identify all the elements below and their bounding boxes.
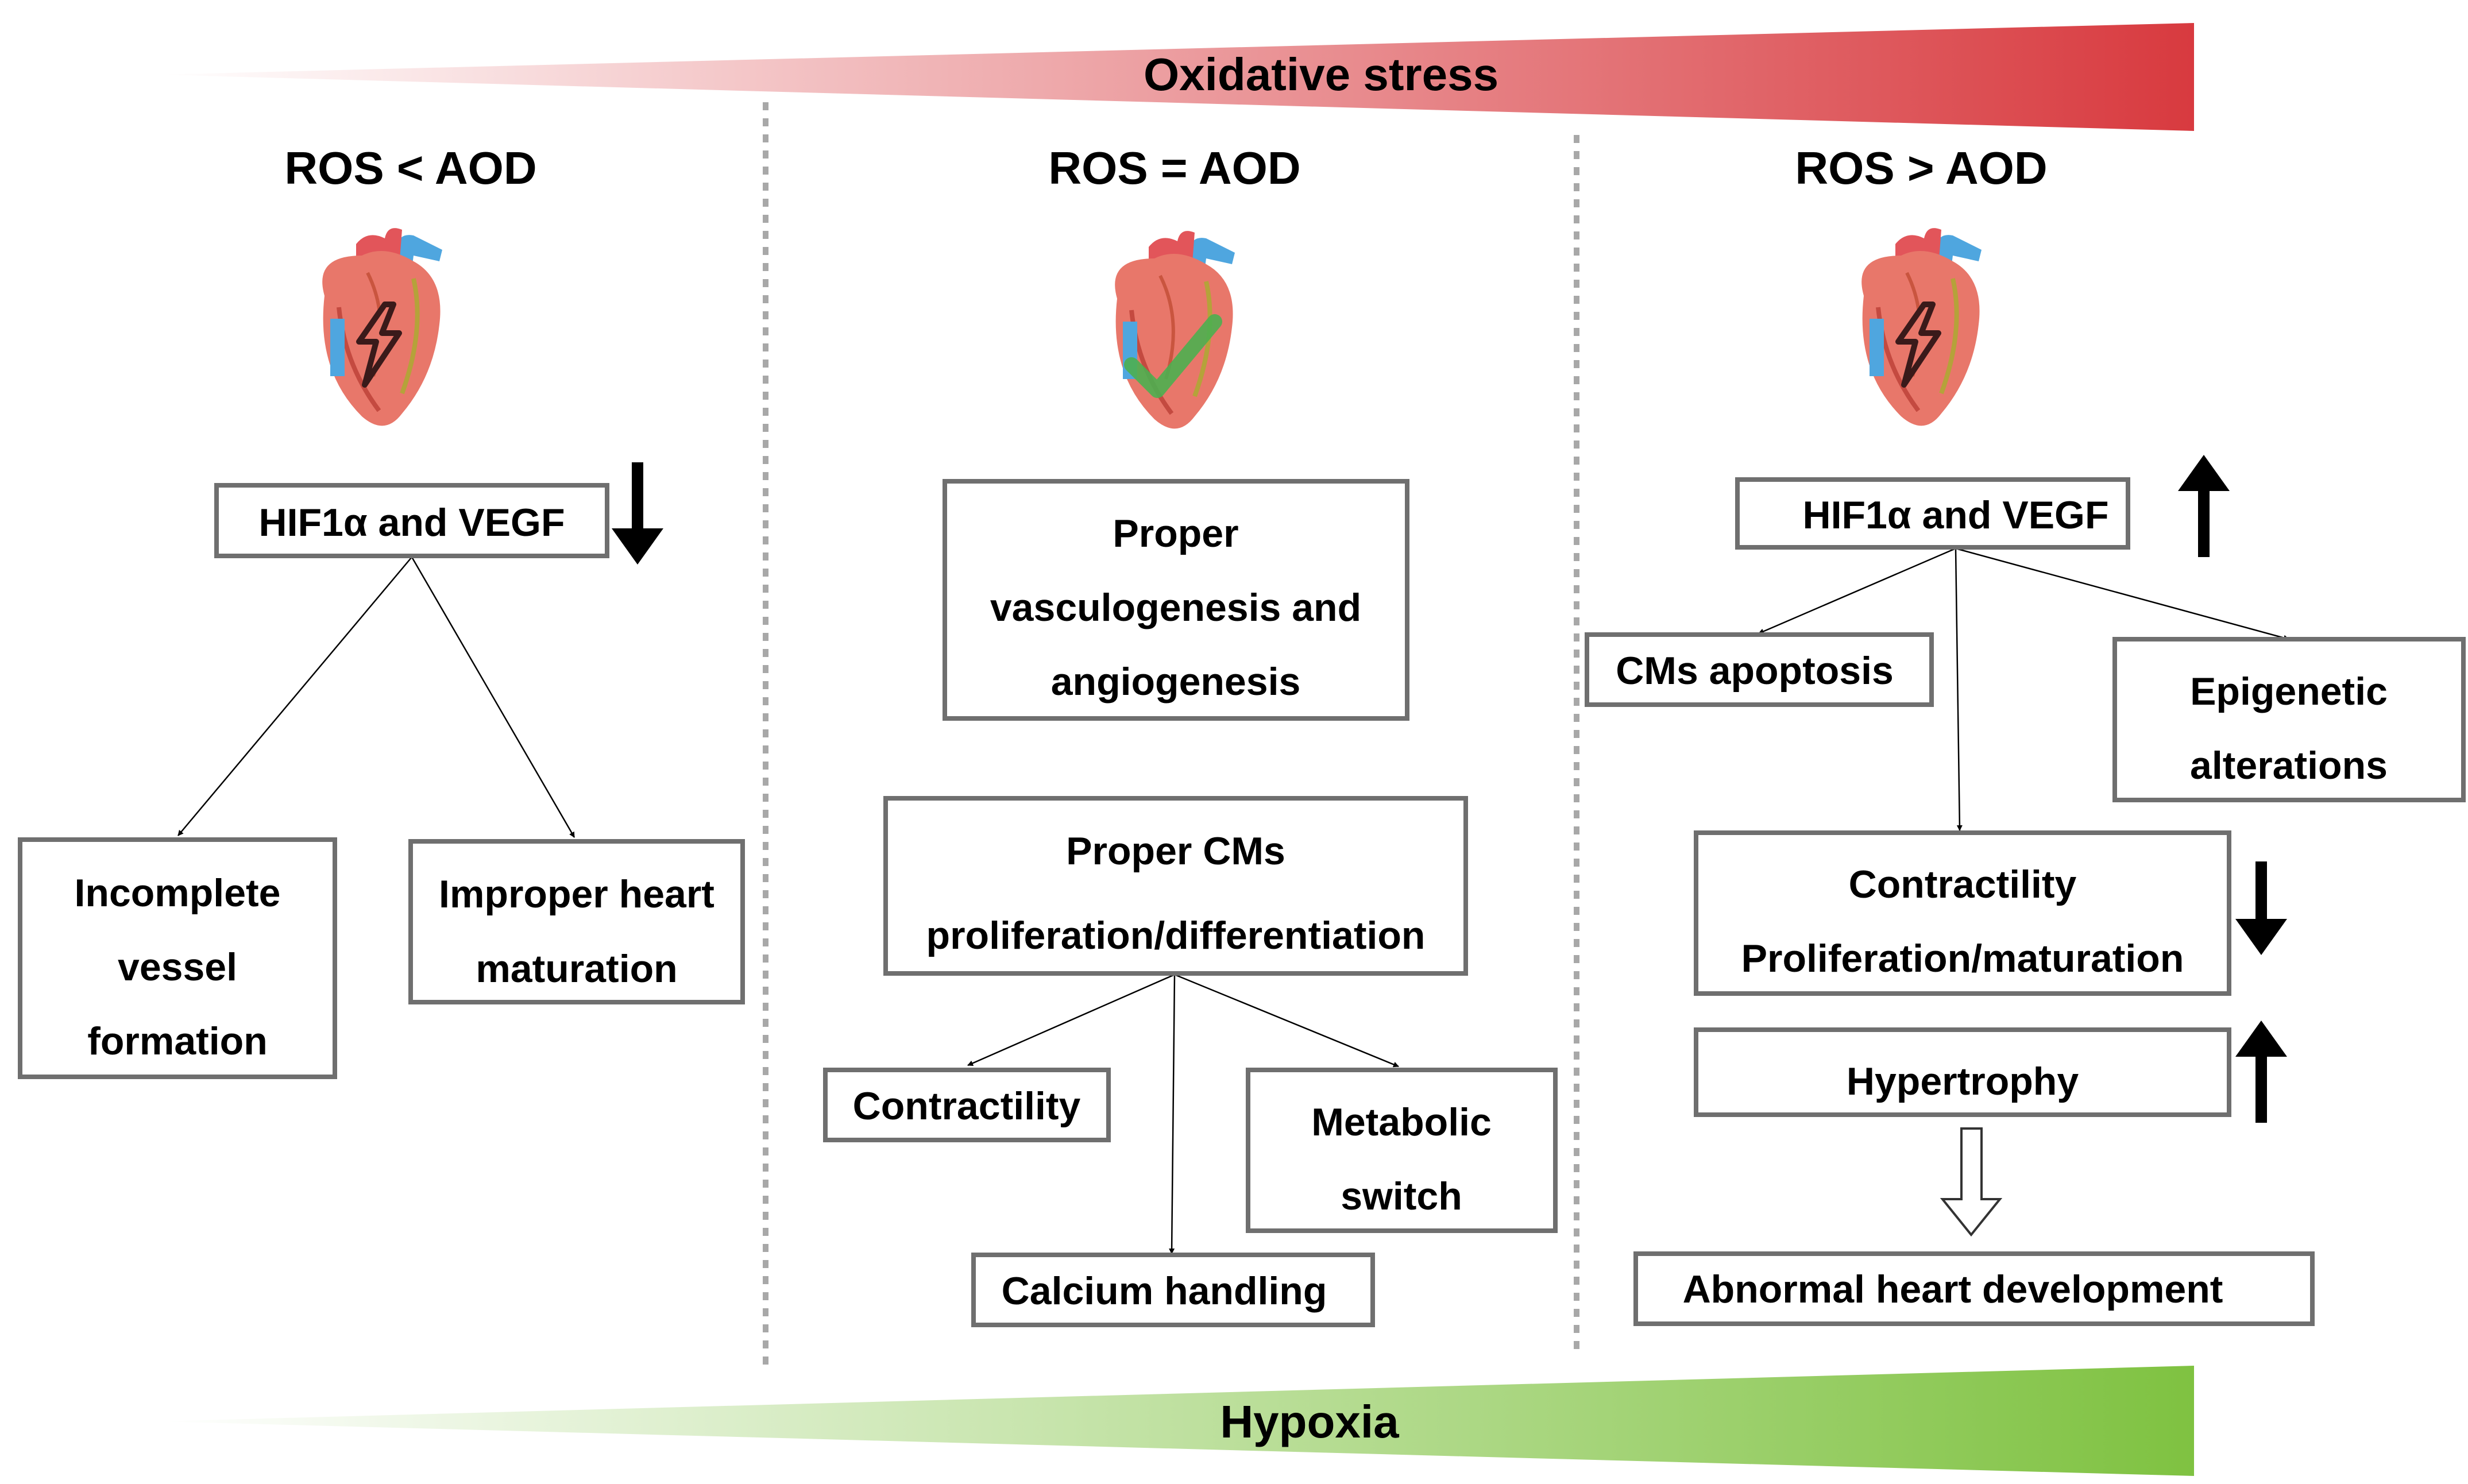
check-mark-icon [1124,314,1222,398]
box-mid-calcium: Calcium handling [971,1253,1375,1327]
edge-right-hif-to-contract [1955,548,1963,831]
heart-icon-middle [1115,231,1235,428]
box-mid-metab-line-2: switch [1341,1174,1462,1218]
edge-right-hif-to-epi [1955,547,2289,641]
box-left-heart-line-2: maturation [476,947,677,991]
box-mid-metab: Metabolic switch [1246,1068,1558,1233]
hypoxia-label: Hypoxia [1220,1396,1399,1447]
box-left-vessel: Incomplete vessel formation [18,837,337,1079]
box-right-apop-line-1: CMs apoptosis [1616,649,1894,693]
box-left-hif: HIF1α and VEGF [214,483,609,558]
heart-icon-right [1861,228,1982,426]
box-right-contract-line-2: Proliferation/maturation [1741,937,2184,980]
box-right-contract-line-1: Contractility [1849,863,2077,906]
edge-mid-cms-to-calcium [1169,974,1176,1254]
hollow-arrow-down [1940,1127,2003,1237]
box-right-abnormal-line-1: Abnormal heart development [1683,1267,2223,1311]
box-right-hyper: Hypertrophy [1694,1027,2231,1117]
box-left-vessel-line-3: formation [87,1019,268,1063]
box-mid-vasc-line-3: angiogenesis [1051,660,1301,704]
box-left-vessel-line-2: vessel [118,945,237,989]
box-right-epi-line-1: Epigenetic [2190,670,2388,713]
oxidative-stress-label: Oxidative stress [1144,49,1498,100]
box-right-hif: HIF1α and VEGF [1735,477,2130,550]
box-left-heart: Improper heart maturation [408,839,745,1004]
hypoxia-gradient [160,1366,2194,1476]
edge-left-hif-to-vessel [177,556,412,836]
box-right-apop: CMs apoptosis [1585,632,1934,707]
edge-right-hif-to-apop [1758,547,1956,635]
box-left-hif-line-1: HIF1α and VEGF [259,501,565,544]
box-right-hif-line-1: HIF1α and VEGF [1803,493,2109,537]
box-mid-calcium-line-1: Calcium handling [1002,1269,1327,1313]
column-header-left: ROS < AOD [284,142,536,194]
lightning-bolt-icon [356,302,402,388]
column-header-middle: ROS = AOD [1048,142,1300,194]
box-mid-vasc: Proper vasculogenesis and angiogenesis [943,479,1409,721]
heart-icon-left [322,228,442,426]
edge-mid-cms-to-contract [967,973,1175,1066]
box-mid-vasc-line-2: vasculogenesis and [990,586,1361,629]
trend-arrow-up-right-hif [2178,455,2230,557]
box-mid-cms-line-2: proliferation/differentiation [926,914,1426,957]
box-mid-cms-line-1: Proper CMs [1066,829,1285,873]
box-mid-contract: Contractility [823,1068,1111,1142]
edge-mid-cms-to-metab [1174,973,1399,1068]
lightning-bolt-icon [1895,302,1941,388]
box-right-epi: Epigenetic alterations [2112,637,2466,802]
box-mid-vasc-line-1: Proper [1113,512,1238,555]
trend-arrow-down-right-contract [2235,861,2287,955]
box-mid-cms: Proper CMs proliferation/differentiation [883,796,1468,976]
edge-left-hif-to-heart [411,556,576,838]
trend-arrow-down-left-hif [612,462,663,565]
box-mid-metab-line-1: Metabolic [1311,1100,1492,1144]
box-left-vessel-line-1: Incomplete [75,871,281,915]
box-right-epi-line-2: alterations [2190,744,2388,787]
box-mid-contract-line-1: Contractility [853,1084,1081,1128]
box-right-contract: Contractility Proliferation/maturation [1694,830,2231,996]
box-right-hyper-line-1: Hypertrophy [1847,1060,2079,1103]
box-left-heart-line-1: Improper heart [439,872,714,916]
column-header-right: ROS > AOD [1795,142,2047,194]
oxidative-stress-gradient [160,23,2194,131]
box-right-abnormal: Abnormal heart development [1633,1251,2315,1326]
trend-arrow-up-right-hypertrophy [2235,1021,2287,1123]
